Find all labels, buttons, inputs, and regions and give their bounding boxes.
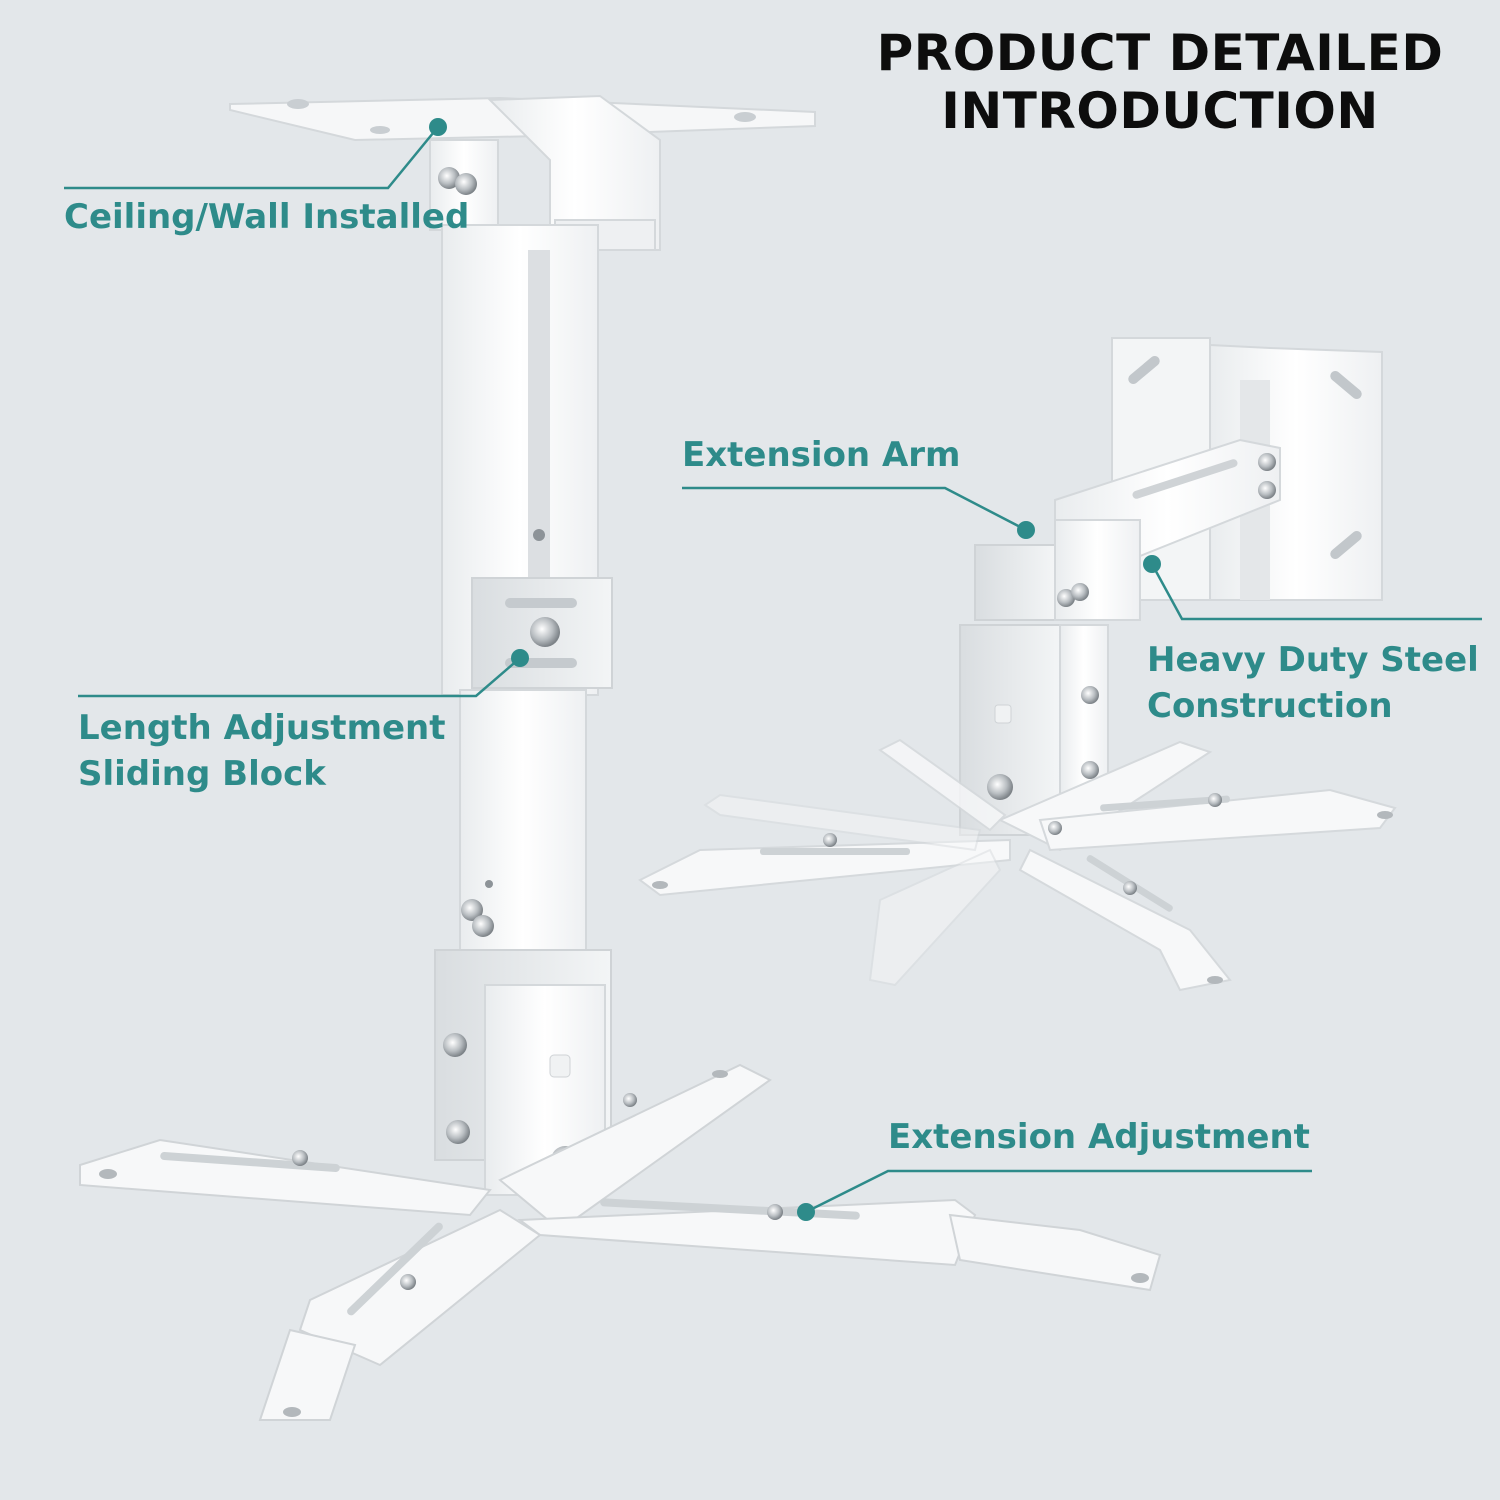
callout-extension-adjustment: Extension Adjustment [888,1114,1310,1160]
page-title: PRODUCT DETAILED INTRODUCTION [830,24,1490,140]
title-line-1: PRODUCT DETAILED [876,24,1444,82]
leader-extension-adjustment [805,1169,1312,1214]
leader-ceiling [64,126,439,190]
ceiling-mount-left [79,94,1162,1421]
callout-length-adjustment-line-2: Sliding Block [78,754,326,794]
title-line-2: INTRODUCTION [941,82,1379,140]
callout-length-adjustment: Length Adjustment Sliding Block [78,705,446,797]
spider-base-right [638,738,1397,992]
callout-extension-arm-text: Extension Arm [682,435,961,475]
leader-heavy-duty [1150,563,1482,621]
leader-extension-arm [682,486,1027,532]
callout-leaders [64,126,1482,1214]
callout-extension-arm: Extension Arm [682,432,960,478]
callout-heavy-duty-line-1: Heavy Duty Steel [1147,640,1479,680]
callout-ceiling-wall-text: Ceiling/Wall Installed [64,197,470,237]
leader-length-adjust [78,657,521,698]
wall-mount-right [638,337,1397,992]
callout-heavy-duty: Heavy Duty Steel Construction [1147,637,1479,729]
callout-dots [429,118,1161,1221]
callout-extension-adjustment-text: Extension Adjustment [888,1117,1310,1157]
callout-ceiling-wall: Ceiling/Wall Installed [64,194,469,240]
callout-heavy-duty-line-2: Construction [1147,686,1393,726]
callout-length-adjustment-line-1: Length Adjustment [78,708,446,748]
